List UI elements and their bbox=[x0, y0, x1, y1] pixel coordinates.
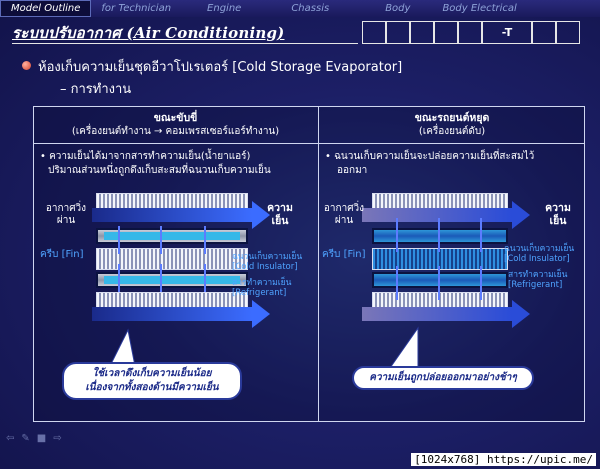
code-box-1 bbox=[362, 21, 386, 44]
left-air-arrow-bottom-head bbox=[252, 300, 270, 328]
right-cold-arrow-6 bbox=[480, 266, 482, 300]
title-underline bbox=[12, 43, 358, 44]
left-label-air-line-2: ผ่าน bbox=[56, 215, 76, 226]
code-box-5 bbox=[458, 21, 482, 44]
right-label-cool-line-1: ความ bbox=[545, 202, 571, 214]
right-label-refrigerant-line-2: [Refrigerant] bbox=[508, 280, 563, 290]
bullet-sub: – การทำงาน bbox=[60, 82, 132, 97]
right-label-refrigerant: สารทำความเย็น [Refrigerant] bbox=[508, 270, 567, 290]
right-air-arrow-bottom-head bbox=[512, 300, 530, 328]
pen-icon[interactable]: ✎ bbox=[21, 433, 30, 444]
right-label-insulator: ฉนวนเก็บความเย็น [Cold Insulator] bbox=[504, 244, 574, 264]
left-cold-arrow-5 bbox=[160, 264, 162, 292]
column-divider bbox=[318, 106, 319, 422]
right-header: ขณะรถยนต์หยุด (เครื่องยนต์ดับ) bbox=[319, 112, 585, 138]
left-header-sub: (เครื่องยนต์ทำงาน → คอมเพรสเซอร์แอร์ทำงา… bbox=[71, 126, 280, 137]
right-cold-arrow-4 bbox=[396, 266, 398, 300]
left-callout: ใช้เวลาดึงเก็บความเย็นน้อย เนื่องจากทั้ง… bbox=[62, 362, 242, 400]
nav-body-electrical[interactable]: Body Electrical bbox=[442, 3, 517, 14]
top-navigation: Model Outline for Technician Engine Chas… bbox=[0, 0, 600, 17]
right-label-insulator-line-2: [Cold Insulator] bbox=[504, 254, 570, 264]
left-label-air: อากาศวิ่ง ผ่าน bbox=[40, 203, 92, 227]
right-label-fin: ครีบ [Fin] bbox=[322, 249, 366, 260]
right-label-air: อากาศวิ่ง ผ่าน bbox=[318, 203, 370, 227]
left-header: ขณะขับขี่ (เครื่องยนต์ทำงาน → คอมเพรสเซอ… bbox=[33, 112, 318, 138]
right-cold-arrow-5 bbox=[438, 266, 440, 300]
left-desc-line-2: ปริมาณส่วนหนึ่งถูกดึงเก็บสะสมที่ฉนวนเก็บ… bbox=[48, 165, 271, 176]
right-callout-pointer bbox=[389, 326, 419, 369]
right-description: • ฉนวนเก็บความเย็นจะปล่อยความเย็นที่สะสม… bbox=[325, 150, 583, 178]
right-label-cool: ความ เย็น bbox=[540, 202, 576, 228]
nav-engine[interactable]: Engine bbox=[207, 3, 242, 14]
back-arrow-icon[interactable]: ⇦ bbox=[6, 433, 15, 444]
screen-icon[interactable]: ■ bbox=[36, 433, 47, 444]
right-header-sub: (เครื่องยนต์ดับ) bbox=[418, 126, 486, 137]
code-box-3 bbox=[410, 21, 434, 44]
code-box-4 bbox=[434, 21, 458, 44]
right-callout: ความเย็นถูกปล่อยออกมาอย่างช้าๆ bbox=[352, 366, 534, 390]
page-title: ระบบปรับอากาศ (Air Conditioning) bbox=[12, 24, 285, 42]
forward-arrow-icon[interactable]: ⇨ bbox=[53, 433, 62, 444]
watermark: [1024x768] https://upic.me/ bbox=[411, 453, 596, 466]
right-air-arrow-top bbox=[362, 208, 512, 222]
right-header-title: ขณะรถยนต์หยุด bbox=[414, 112, 490, 124]
left-cold-arrow-3 bbox=[204, 226, 206, 254]
left-air-arrow-top bbox=[92, 208, 252, 222]
left-cold-arrow-1 bbox=[118, 226, 120, 254]
right-air-arrow-bottom bbox=[362, 307, 512, 321]
nav-for-technician[interactable]: for Technician bbox=[101, 3, 172, 14]
right-cold-arrow-1 bbox=[396, 218, 398, 252]
right-label-refrigerant-line-1: สารทำความเย็น bbox=[508, 270, 568, 280]
left-callout-line-2: เนื่องจากทั้งสองด้านมีความเย็น bbox=[85, 382, 219, 393]
left-cold-arrow-4 bbox=[118, 264, 120, 292]
left-label-fin: ครีบ [Fin] bbox=[40, 249, 84, 260]
right-fin-middle bbox=[372, 248, 508, 270]
right-desc-line-1: • ฉนวนเก็บความเย็นจะปล่อยความเย็นที่สะสม… bbox=[325, 151, 535, 162]
code-box-6 bbox=[532, 21, 556, 44]
left-label-air-line-1: อากาศวิ่ง bbox=[45, 203, 87, 214]
left-callout-pointer bbox=[109, 328, 136, 367]
nav-chassis[interactable]: Chassis bbox=[291, 3, 330, 14]
left-description: • ความเย็นได้มาจากสารทำความเย็น(น้ำยาแอร… bbox=[40, 150, 315, 178]
left-label-cool-line-2: เย็น bbox=[271, 215, 289, 227]
right-tube-upper bbox=[372, 228, 508, 244]
right-cold-arrow-3 bbox=[480, 218, 482, 252]
left-label-cool-line-1: ความ bbox=[267, 202, 293, 214]
left-callout-line-1: ใช้เวลาดึงเก็บความเย็นน้อย bbox=[92, 368, 212, 379]
right-tube-lower bbox=[372, 272, 508, 288]
footer-toolbar: ⇦ ✎ ■ ⇨ bbox=[6, 433, 62, 444]
right-desc-line-2: ออกมา bbox=[337, 165, 368, 176]
right-air-arrow-top-head bbox=[512, 201, 530, 229]
left-label-refrigerant-line-2: [Refrigerant] bbox=[232, 288, 287, 298]
left-label-refrigerant: สารทำความเย็น [Refrigerant] bbox=[232, 278, 291, 298]
right-label-air-line-2: ผ่าน bbox=[334, 215, 354, 226]
left-cold-arrow-2 bbox=[160, 226, 162, 254]
left-fin-middle bbox=[96, 248, 248, 270]
code-box-2 bbox=[386, 21, 410, 44]
right-cold-arrow-2 bbox=[438, 218, 440, 252]
header-divider bbox=[33, 143, 585, 144]
nav-body[interactable]: Body bbox=[385, 3, 411, 14]
left-desc-line-1: • ความเย็นได้มาจากสารทำความเย็น(น้ำยาแอร… bbox=[40, 151, 251, 162]
left-air-arrow-top-head bbox=[252, 201, 270, 229]
right-label-air-line-1: อากาศวิ่ง bbox=[323, 203, 365, 214]
left-label-cool: ความ เย็น bbox=[262, 202, 298, 228]
left-label-insulator-line-2: [Cold Insulator] bbox=[232, 262, 298, 272]
left-air-arrow-bottom bbox=[92, 307, 252, 321]
right-label-cool-line-2: เย็น bbox=[549, 215, 567, 227]
bullet-main: ห้องเก็บความเย็นชุดอีวาโปเรเตอร์ [Cold S… bbox=[38, 60, 403, 75]
left-insulator-upper bbox=[104, 232, 240, 240]
nav-model-outline[interactable]: Model Outline bbox=[0, 0, 92, 17]
left-insulator-lower bbox=[104, 276, 240, 284]
right-label-insulator-line-1: ฉนวนเก็บความเย็น bbox=[504, 244, 575, 254]
left-label-insulator: ฉนวนเก็บความเย็น [Cold Insulator] bbox=[232, 252, 302, 272]
bullet-icon bbox=[22, 61, 31, 70]
left-label-refrigerant-line-1: สารทำความเย็น bbox=[232, 278, 292, 288]
left-cold-arrow-6 bbox=[204, 264, 206, 292]
code-box-7 bbox=[556, 21, 580, 44]
left-label-insulator-line-1: ฉนวนเก็บความเย็น bbox=[232, 252, 303, 262]
code-box-model: -T bbox=[482, 21, 532, 44]
left-header-title: ขณะขับขี่ bbox=[153, 112, 198, 124]
